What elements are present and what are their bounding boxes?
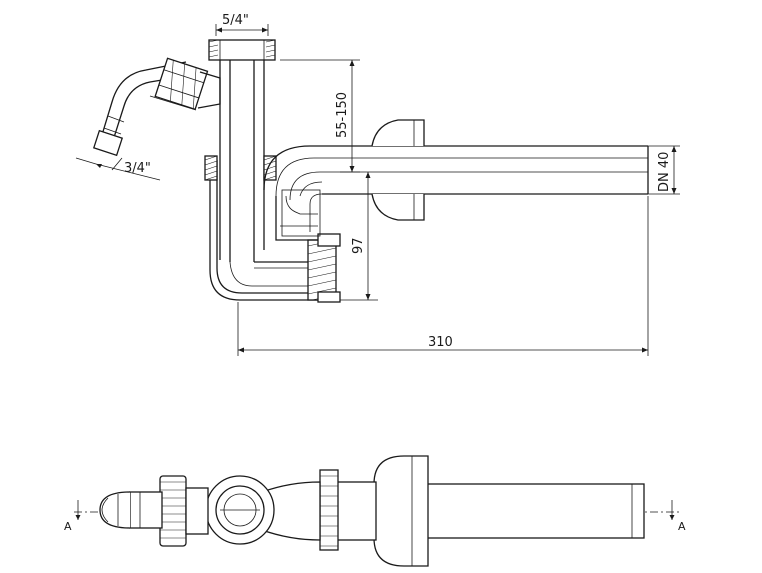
dim-hose-thread: 3/4": [75, 157, 161, 181]
section-marker-left-label: A: [64, 520, 72, 533]
dim-height-range-label: 55-150: [335, 92, 350, 138]
section-marker-right: A: [669, 500, 686, 533]
section-marker-left: A: [64, 500, 81, 533]
side-view: 5/4" 3/4" 55-150 97: [75, 13, 680, 356]
vertical-standpipe: [219, 60, 265, 262]
dim-pipe-dn: DN 40: [648, 145, 680, 195]
dim-thread-top: 5/4": [215, 13, 269, 36]
dim-height-range: 55-150: [280, 59, 360, 173]
dim-hose-thread-label: 3/4": [124, 161, 151, 176]
dim-trap-depth-label: 97: [351, 237, 366, 254]
trap-body-outer: [209, 160, 331, 301]
outlet-pipe: [263, 145, 649, 241]
trap-body-inner: [216, 160, 322, 294]
dim-pipe-dn-label: DN 40: [657, 152, 672, 192]
cleanout-cap: [307, 233, 341, 303]
wall-rosette: [371, 119, 425, 221]
dim-trap-depth: 97: [340, 172, 378, 301]
hose-inlet: [92, 57, 221, 157]
dim-thread-top-label: 5/4": [222, 13, 249, 28]
dim-total-length-label: 310: [428, 335, 453, 350]
top-union-nut: [208, 39, 276, 61]
top-view: A A: [64, 455, 686, 567]
section-marker-right-label: A: [678, 520, 686, 533]
dim-total-length: 310: [237, 196, 649, 356]
